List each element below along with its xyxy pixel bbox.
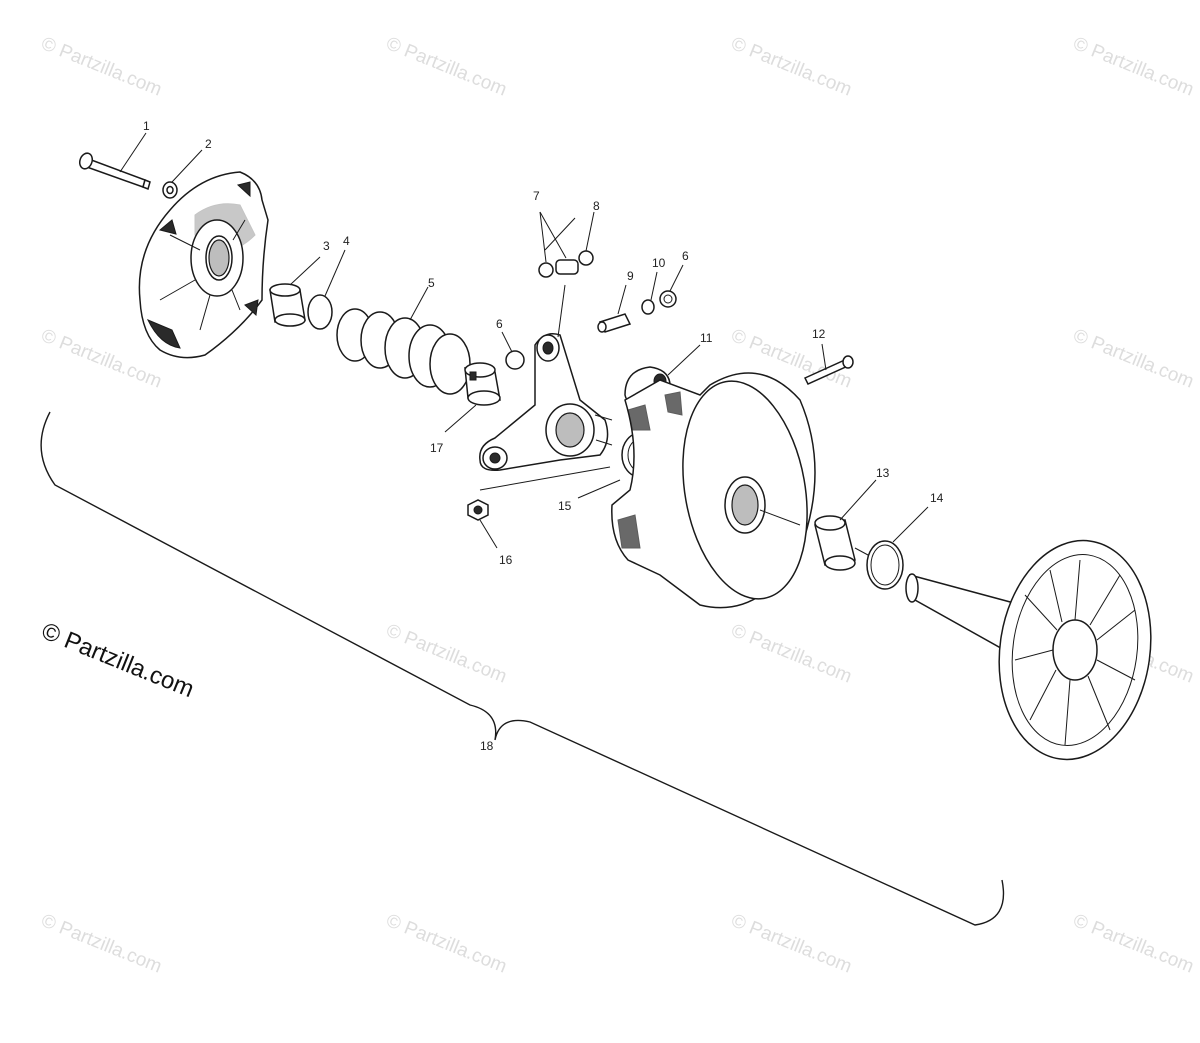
callout-13[interactable]: 13 bbox=[876, 466, 890, 480]
leader-line bbox=[892, 506, 929, 543]
part-14-ring[interactable] bbox=[866, 540, 904, 590]
part-6-roller[interactable] bbox=[505, 350, 525, 370]
part-13-bushing[interactable] bbox=[814, 515, 856, 571]
watermark-text: © Partzilla.com bbox=[38, 325, 165, 392]
watermark-text: © Partzilla.com bbox=[728, 620, 855, 687]
callout-3[interactable]: 3 bbox=[323, 239, 330, 253]
callout-4[interactable]: 4 bbox=[343, 234, 350, 248]
callout-7[interactable]: 7 bbox=[533, 189, 540, 203]
watermark-text: © Partzilla.com bbox=[38, 910, 165, 977]
part-17-bushing[interactable] bbox=[464, 362, 501, 406]
watermark-text: © Partzilla.com bbox=[1070, 325, 1197, 392]
callout-labels: 1 2 3 4 5 6 7 8 9 10 6 11 12 13 14 15 16… bbox=[143, 119, 944, 753]
leader-line bbox=[539, 211, 547, 263]
part-16-nut[interactable] bbox=[467, 499, 489, 521]
leader-line bbox=[617, 284, 627, 315]
leader-line bbox=[585, 211, 595, 252]
leader-line bbox=[821, 343, 827, 371]
assembly-bracket bbox=[40, 411, 1005, 926]
leader-line bbox=[171, 149, 203, 183]
part-moveable-sheave[interactable] bbox=[611, 371, 823, 609]
callout-18[interactable]: 18 bbox=[480, 739, 494, 753]
leader-line bbox=[759, 509, 801, 526]
leader-line bbox=[669, 264, 684, 292]
callout-9[interactable]: 9 bbox=[627, 269, 634, 283]
part-6-roller-right[interactable] bbox=[659, 290, 677, 308]
callout-16[interactable]: 16 bbox=[499, 553, 513, 567]
leader-line bbox=[557, 284, 566, 338]
watermark-text: © Partzilla.com bbox=[1070, 33, 1197, 100]
leader-line bbox=[544, 217, 576, 251]
watermark-text: © Partzilla.com bbox=[383, 620, 510, 687]
callout-1[interactable]: 1 bbox=[143, 119, 150, 133]
watermark-text: © Partzilla.com bbox=[1070, 910, 1197, 977]
part-fixed-sheave-shaft[interactable] bbox=[905, 531, 1165, 770]
part-2-washer[interactable] bbox=[162, 181, 178, 199]
watermark-text: © Partzilla.com bbox=[383, 910, 510, 977]
callout-12[interactable]: 12 bbox=[812, 327, 826, 341]
part-4-snap-ring[interactable] bbox=[307, 294, 333, 330]
watermark-text: © Partzilla.com bbox=[728, 33, 855, 100]
part-spider-arms[interactable] bbox=[479, 333, 613, 472]
leader-line bbox=[479, 466, 611, 491]
leader-line bbox=[539, 211, 567, 259]
callout-17[interactable]: 17 bbox=[430, 441, 444, 455]
callout-8[interactable]: 8 bbox=[593, 199, 600, 213]
leader-line bbox=[409, 286, 429, 321]
part-spider-cover[interactable] bbox=[138, 171, 269, 359]
part-7-8-pin-set[interactable] bbox=[538, 250, 594, 278]
leader-line bbox=[839, 479, 877, 521]
callout-6b[interactable]: 6 bbox=[682, 249, 689, 263]
part-1-bolt[interactable] bbox=[78, 151, 151, 191]
leader-line bbox=[119, 132, 147, 173]
callout-10[interactable]: 10 bbox=[652, 256, 666, 270]
partzilla-watermark: © Partzilla.com bbox=[38, 618, 198, 704]
leader-line bbox=[289, 256, 321, 286]
watermark-text: © Partzilla.com bbox=[38, 33, 165, 100]
callout-2[interactable]: 2 bbox=[205, 137, 212, 151]
part-12-bolt[interactable] bbox=[803, 355, 854, 385]
leader-line bbox=[501, 331, 513, 353]
callout-5[interactable]: 5 bbox=[428, 276, 435, 290]
callout-6[interactable]: 6 bbox=[496, 317, 503, 331]
callout-14[interactable]: 14 bbox=[930, 491, 944, 505]
callout-15[interactable]: 15 bbox=[558, 499, 572, 513]
leader-line bbox=[650, 271, 658, 301]
part-10-washer[interactable] bbox=[641, 299, 655, 315]
part-3-bushing[interactable] bbox=[269, 283, 306, 327]
leader-line bbox=[854, 547, 869, 556]
callout-11[interactable]: 11 bbox=[700, 331, 713, 345]
part-5-spring[interactable] bbox=[336, 308, 471, 395]
leader-line bbox=[479, 519, 498, 549]
watermark-text: © Partzilla.com bbox=[728, 910, 855, 977]
watermark-text: © Partzilla.com bbox=[383, 33, 510, 100]
part-9-pin[interactable] bbox=[597, 313, 632, 333]
leader-line bbox=[577, 479, 621, 499]
leader-line bbox=[667, 344, 701, 376]
leader-line bbox=[324, 249, 346, 297]
leader-line bbox=[444, 404, 477, 433]
